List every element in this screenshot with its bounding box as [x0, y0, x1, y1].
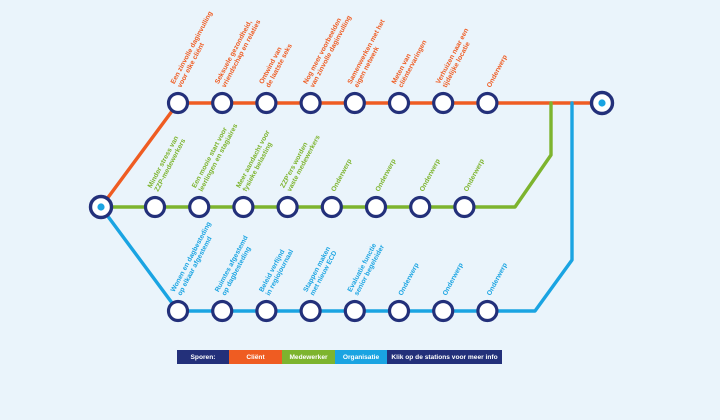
station-label-line: Onderwerp — [419, 158, 442, 193]
station-client-5[interactable] — [343, 91, 366, 115]
station-label-medewerker-3: Meer aandacht voorfysieke belasting — [235, 129, 278, 193]
station-label-client-3: Ontwind vande laatste seks — [258, 39, 294, 89]
station-label-line: Onderwerp — [486, 54, 509, 89]
station-label-line: Onderwerp — [463, 158, 486, 193]
station-client-1[interactable] — [166, 91, 190, 115]
station-label-organisatie-4: Stappen makenmet nieuw ECD — [302, 246, 338, 297]
station-label-client-2: Seksuele gezondheid,vriendschap en relat… — [214, 15, 262, 89]
track-organisatie — [99, 101, 574, 313]
station-label-client-7: Verhuizen naar eentijdelijke locatie — [435, 27, 477, 89]
station-medewerker-7[interactable] — [409, 195, 432, 219]
station-medewerker-6[interactable] — [364, 195, 388, 219]
station-client-8[interactable] — [476, 91, 499, 115]
station-labels: Een zinvolle daginvullingvoor elke cliën… — [147, 10, 509, 297]
station-medewerker-5[interactable] — [320, 195, 343, 219]
stations — [143, 91, 499, 323]
station-label-line: Een zinvolle daginvulling — [170, 10, 214, 85]
station-label-organisatie-1: Wonen en dagbestedingop elkaar afgestemd — [170, 221, 220, 297]
station-label-medewerker-2: Een mooie start voorleerlingen en stagia… — [191, 119, 239, 193]
legend-bar: Sporen: Cliënt Medewerker Organisatie Kl… — [177, 350, 502, 364]
station-label-line: Onderwerp — [375, 158, 398, 193]
station-label-medewerker-4: ZZP'ers wordenvaste medewerkers — [279, 131, 321, 193]
station-label-medewerker-7: Onderwerp — [419, 158, 442, 193]
terminals — [88, 90, 615, 220]
station-label-medewerker-5: Onderwerp — [330, 158, 353, 193]
track-medewerker — [99, 101, 553, 209]
station-label-line: Nog meer voorbeelden — [302, 17, 343, 85]
station-label-organisatie-8: Onderwerp — [486, 262, 509, 297]
station-label-organisatie-3: Beleid verfijndin regiojournaal — [258, 245, 295, 297]
station-label-line: Wonen en dagbesteding — [170, 221, 213, 294]
station-medewerker-4[interactable] — [276, 195, 299, 219]
legend-organisatie: Organisatie — [335, 350, 387, 364]
station-label-line: Onderwerp — [486, 262, 509, 297]
station-client-7[interactable] — [432, 91, 455, 115]
station-organisatie-1[interactable] — [166, 299, 190, 323]
station-organisatie-6[interactable] — [387, 299, 411, 323]
station-label-client-5: Samenwerken met heteigen netwerk — [347, 18, 394, 89]
station-label-client-6: Meten vancliëntervaringen — [391, 36, 429, 89]
station-client-6[interactable] — [387, 91, 411, 115]
legend-title: Sporen: — [177, 350, 229, 364]
station-label-organisatie-2: Ruimtes afgestemdop dagbesteding — [214, 235, 256, 297]
station-organisatie-4[interactable] — [299, 299, 322, 323]
station-client-3[interactable] — [255, 91, 278, 115]
station-label-client-4: Nog meer voorbeeldenvan zinvolle daginvu… — [302, 11, 353, 89]
station-client-4[interactable] — [299, 91, 322, 115]
station-label-line: van zinvolle daginvulling — [309, 15, 353, 89]
station-label-medewerker-8: Onderwerp — [463, 158, 486, 193]
legend-info: Klik op de stations voor meer info — [387, 350, 502, 364]
station-organisatie-8[interactable] — [476, 299, 499, 323]
station-label-line: Onderwerp — [442, 262, 465, 297]
station-label-organisatie-5: Evaluatie functiesenior begeleider — [347, 240, 386, 297]
station-label-client-1: Een zinvolle daginvullingvoor elke cliën… — [170, 10, 221, 89]
station-label-line: Onderwerp — [398, 262, 421, 297]
station-label-medewerker-1: Minder stress vanZZP-medewerkers — [147, 134, 187, 193]
station-label-line: Onderwerp — [330, 158, 353, 193]
station-label-organisatie-6: Onderwerp — [398, 262, 421, 297]
terminal-end-dot — [598, 99, 606, 107]
station-label-client-8: Onderwerp — [486, 54, 509, 89]
station-organisatie-2[interactable] — [211, 299, 234, 323]
terminal-start-dot — [97, 203, 105, 211]
station-label-organisatie-7: Onderwerp — [442, 262, 465, 297]
legend-client: Cliënt — [229, 350, 282, 364]
station-client-2[interactable] — [211, 91, 234, 115]
station-medewerker-1[interactable] — [143, 195, 167, 219]
station-organisatie-7[interactable] — [432, 299, 455, 323]
station-medewerker-3[interactable] — [232, 195, 255, 219]
legend-medewerker: Medewerker — [282, 350, 335, 364]
station-organisatie-5[interactable] — [343, 299, 366, 323]
station-organisatie-3[interactable] — [255, 299, 278, 323]
station-label-medewerker-6: Onderwerp — [375, 158, 398, 193]
station-medewerker-8[interactable] — [453, 195, 476, 219]
station-medewerker-2[interactable] — [188, 195, 211, 219]
